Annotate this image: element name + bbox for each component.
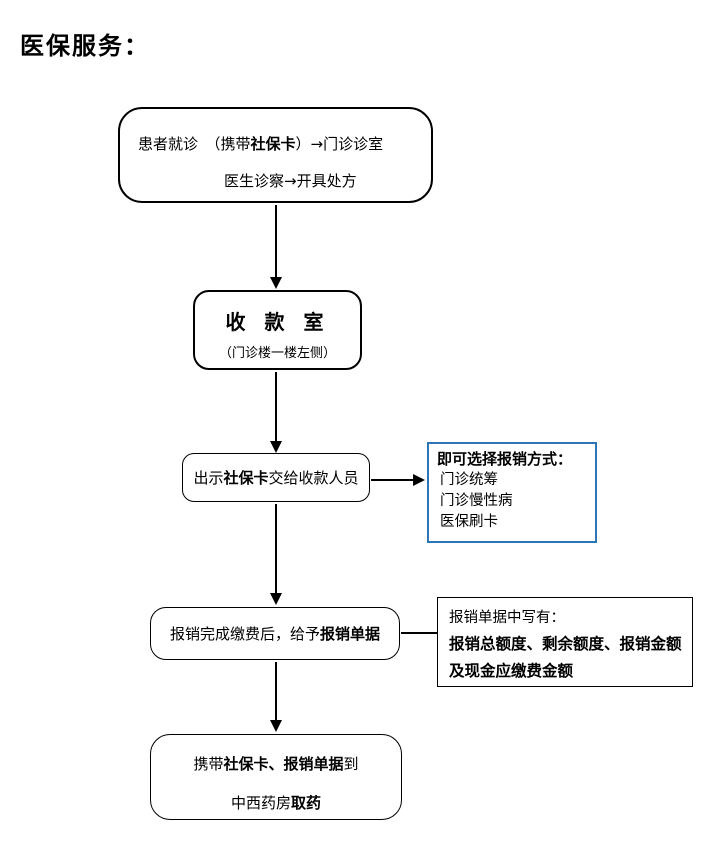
reimbursement-options-box: 即可选择报销方式： 门诊统筹 门诊慢性病 医保刷卡 xyxy=(427,442,597,543)
receipt-contents-note-box: 报销单据中写有： 报销总额度、剩余额度、报销金额 及现金应缴费金额 xyxy=(437,597,693,687)
step-patient-visit-box: 患者就诊 （携带社保卡）→门诊诊室 医生诊察→开具处方 xyxy=(118,107,433,203)
flow-arrow-2-line xyxy=(275,372,277,442)
step-patient-visit-line2: 医生诊察→开具处方 xyxy=(224,172,357,190)
bold-social-card: 社保卡 xyxy=(223,468,269,487)
step-pharmacy-box: 携带社保卡、报销单据到 中西药房取药 xyxy=(150,734,402,820)
options-heading: 即可选择报销方式： xyxy=(437,450,573,468)
step-show-card-box: 出示社保卡交给收款人员 xyxy=(182,453,370,502)
note-connector-line xyxy=(401,632,437,634)
step-pharmacy-line1: 携带社保卡、报销单据到 xyxy=(193,755,359,773)
step-patient-visit-line1: 患者就诊 （携带社保卡）→门诊诊室 xyxy=(138,135,384,153)
option-item: 门诊统筹 xyxy=(440,472,498,488)
flow-arrow-1-head xyxy=(270,277,282,289)
bold-social-card: 社保卡 xyxy=(250,135,296,153)
note-line1: 报销单据中写有： xyxy=(449,610,565,626)
step-receipt-text: 报销完成缴费后，给予报销单据 xyxy=(169,624,381,643)
note-line2: 报销总额度、剩余额度、报销金额 xyxy=(449,635,682,653)
option-item: 医保刷卡 xyxy=(440,514,498,530)
page-title: 医保服务： xyxy=(20,31,150,60)
bold-card-receipt: 社保卡、报销单据 xyxy=(223,755,344,773)
flow-arrow-right-line xyxy=(371,479,415,481)
note-line3: 及现金应缴费金额 xyxy=(449,662,574,680)
flow-arrow-1-line xyxy=(275,205,277,279)
step-show-card-text: 出示社保卡交给收款人员 xyxy=(193,468,359,487)
flow-arrow-right-head xyxy=(413,474,425,486)
step-cashier-title: 收 款 室 xyxy=(225,310,330,334)
flow-arrow-4-line xyxy=(275,662,277,722)
flow-arrow-2-head xyxy=(270,441,282,453)
step-cashier-subtitle: （门诊楼一楼左侧） xyxy=(218,346,336,361)
flow-arrow-4-head xyxy=(270,720,282,732)
bold-get-medicine: 取药 xyxy=(291,794,322,812)
flow-arrow-3-line xyxy=(275,504,277,594)
step-cashier-box: 收 款 室 （门诊楼一楼左侧） xyxy=(193,290,362,370)
step-receipt-box: 报销完成缴费后，给予报销单据 xyxy=(150,607,400,660)
bold-receipt: 报销单据 xyxy=(320,624,381,643)
flow-arrow-3-head xyxy=(270,593,282,605)
option-item: 门诊慢性病 xyxy=(440,493,513,509)
step-pharmacy-line2: 中西药房取药 xyxy=(230,794,322,812)
